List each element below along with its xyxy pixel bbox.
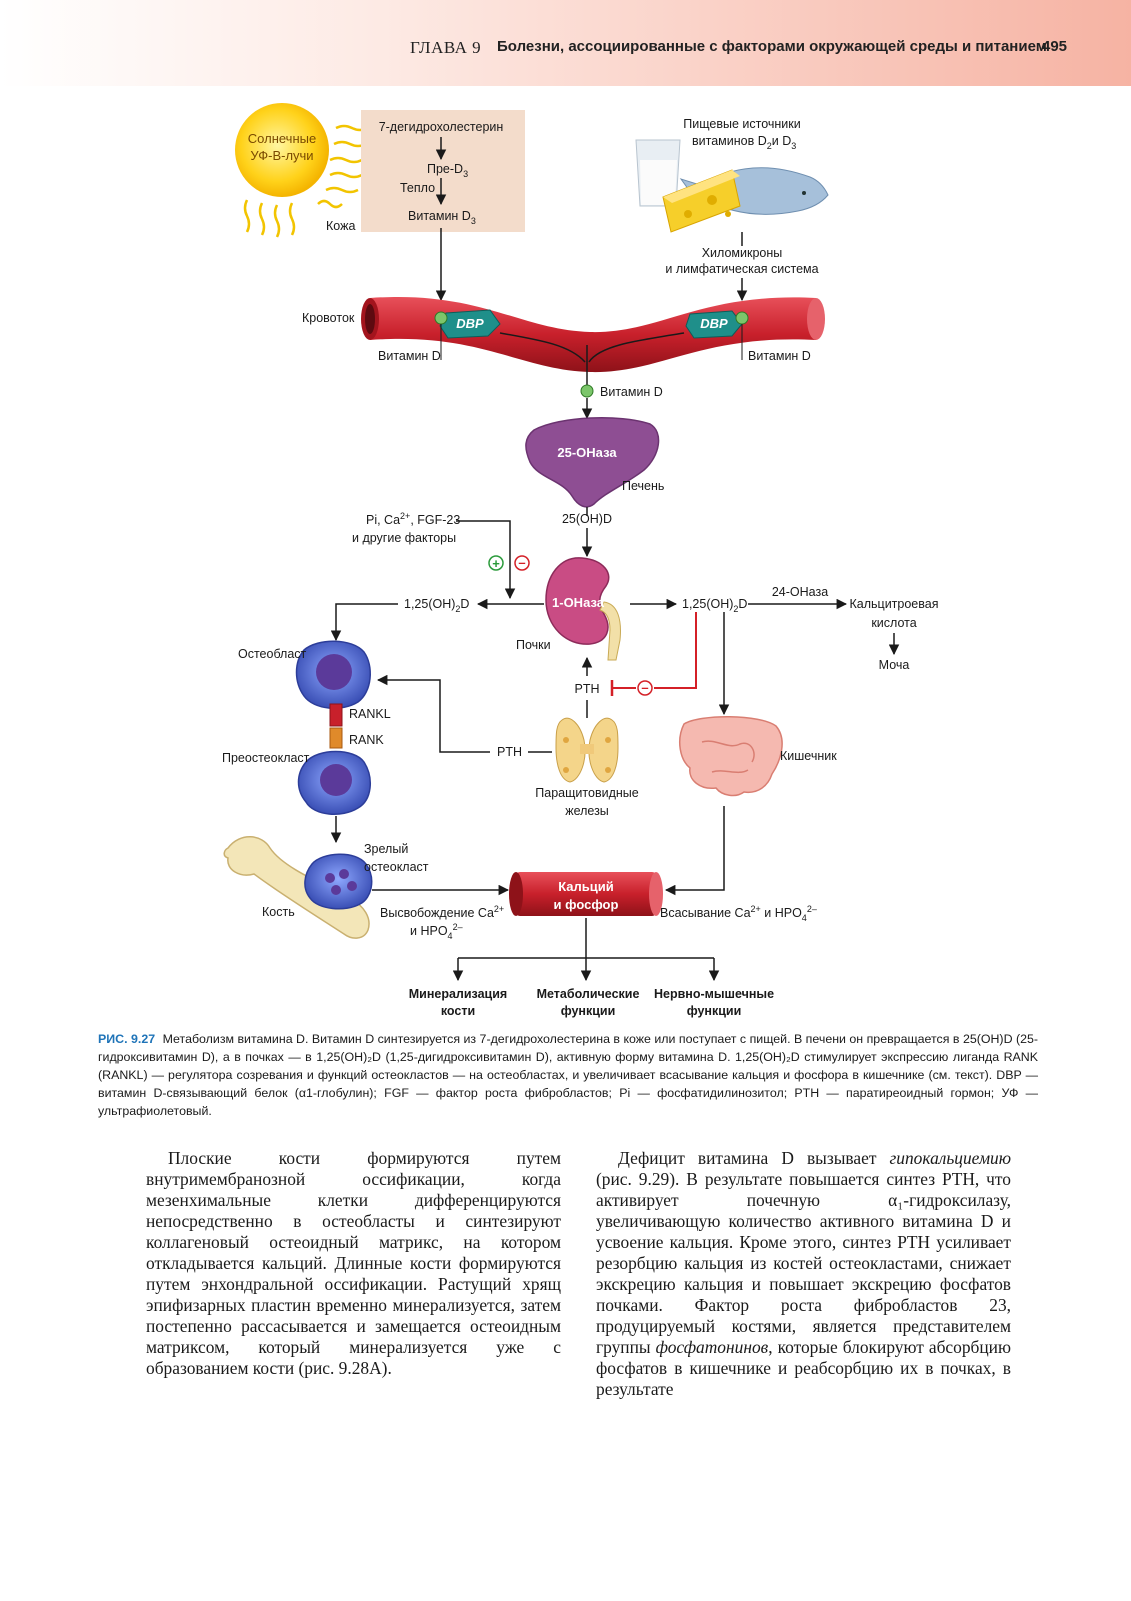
skin-label: Кожа (326, 219, 355, 233)
body-paragraph-right: Дефицит витамина D вызывает гипокальцием… (596, 1148, 1011, 1399)
rank-label: RANK (349, 733, 384, 747)
kidney-enzyme-label: 1-OНаза (552, 595, 605, 610)
precursor-label: 7-дегидрохолестерин (379, 120, 504, 134)
vitamin-d-metabolism-diagram: Солнечные УФ-В-лучи 7-дегидрохолестерин … (222, 103, 939, 1018)
output-1-label-2: кости (441, 1004, 475, 1018)
mature-osteoclast-label-1: Зрелый (364, 842, 408, 856)
kidneys-label: Почки (516, 638, 551, 652)
intestine-label: Кишечник (780, 749, 837, 763)
absorption-label: Всасывание Ca2+ и HPO42– (660, 904, 817, 923)
calcium-label-2: и фосфор (554, 897, 619, 912)
skin-box (361, 110, 525, 232)
factors-label-1: Pi, Ca2+, FGF-23 (366, 511, 460, 527)
heat-label: Тепло (400, 181, 435, 195)
body-column-right: Дефицит витамина D вызывает гипокальцием… (596, 1148, 1011, 1400)
pth-minus-sign: – (641, 680, 648, 695)
sun-label-1: Солнечные (248, 131, 316, 146)
inhibit-icon (514, 555, 530, 571)
caption-label: РИС. 9.27 (98, 1032, 156, 1046)
release-label-2: и HPO42– (410, 922, 463, 941)
calcitroic-label-2: кислота (871, 616, 916, 630)
hydroxylase-24-label: 24-OНаза (772, 585, 828, 599)
vitamin-d-left-label: Витамин D (378, 349, 441, 363)
parathyroid-label-2: железы (565, 804, 609, 818)
caption-text: Метаболизм витамина D. Витамин D синтези… (98, 1032, 1038, 1118)
bloodstream-label: Кровоток (302, 311, 355, 325)
osteoblast-label: Остеобласт (238, 647, 307, 661)
output-2-label-1: Метаболические (537, 987, 640, 1001)
parathyroid-label-1: Паращитовидные (535, 786, 638, 800)
output-3-label-1: Нервно-мышечные (654, 987, 774, 1001)
vitamin-d3-label: Витамин D3 (408, 209, 476, 226)
stimulate-icon (488, 555, 504, 571)
mature-osteoclast-cell (304, 853, 373, 910)
minus-sign: – (518, 555, 525, 570)
pth-inhibit-icon (637, 680, 653, 696)
kidney-icon (545, 557, 610, 645)
dbp-label-left: DBP (456, 316, 484, 331)
liver-icon (525, 417, 660, 508)
preosteoclast-cell (297, 750, 371, 815)
output-1-label-1: Минерализация (409, 987, 507, 1001)
output-2-label-2: функции (561, 1004, 616, 1018)
osteoblast-cell (295, 640, 371, 709)
chylomicrons-label-1: Хиломикроны (702, 246, 783, 260)
calcitroic-label-1: Кальцитроевая (850, 597, 939, 611)
pre-d3-label: Пре-D3 (427, 162, 468, 179)
chapter-label: ГЛАВА 9 (410, 38, 482, 57)
liver-label: Печень (622, 479, 664, 493)
bone-label: Кость (262, 905, 295, 919)
sun-icon (235, 103, 369, 238)
parathyroid-icon (555, 717, 619, 783)
food-sources-label-2: витаминов D2и D3 (692, 134, 796, 151)
dbp-right (685, 310, 749, 339)
output-3-label-2: функции (687, 1004, 742, 1018)
chapter-title: Болезни, ассоциированные с факторами окр… (497, 38, 1047, 55)
calcium-phosphorus-vessel (509, 872, 663, 916)
rank-receptor (329, 727, 343, 749)
vitamin-d-center-label: Витамин D (600, 385, 663, 399)
urine-label: Моча (879, 658, 910, 672)
release-label-1: Высвобождение Ca2+ (380, 904, 504, 920)
body-column-left: Плоские кости формируются путем внутриме… (146, 1148, 561, 1379)
intestine-icon (678, 716, 783, 797)
page-number: 495 (1042, 38, 1068, 55)
plus-sign: + (492, 556, 500, 571)
food-sources-label-1: Пищевые источники (683, 117, 800, 131)
body-paragraph-left: Плоские кости формируются путем внутриме… (146, 1148, 561, 1378)
bone-icon (223, 836, 370, 939)
factors-label-2: и другие факторы (352, 531, 456, 545)
calcitriol-left-label: 1,25(OH)2D (404, 597, 469, 614)
cheese-icon (662, 169, 741, 233)
figure-caption: РИС. 9.27 Метаболизм витамина D. Витамин… (98, 1030, 1038, 1120)
pth-left-label: PTH (497, 745, 522, 759)
rankl-receptor (329, 703, 343, 727)
header-band (0, 0, 1131, 86)
liver-enzyme-label: 25-OНаза (557, 445, 617, 460)
mature-osteoclast-label-2: остеокласт (364, 860, 429, 874)
vitamin-d-right-label: Витамин D (748, 349, 811, 363)
metabolite-25-label: 25(OH)D (562, 512, 612, 526)
sun-label-2: УФ-В-лучи (250, 148, 313, 163)
pth-upper-label: PTH (575, 682, 600, 696)
calcium-label-1: Кальций (558, 879, 614, 894)
preosteoclast-label: Преостеокласт (222, 751, 310, 765)
dbp-left (434, 309, 501, 339)
vitamin-d-molecule (580, 384, 594, 398)
rankl-label: RANKL (349, 707, 391, 721)
chylomicrons-label-2: и лимфатическая система (665, 262, 818, 276)
calcitriol-right-label: 1,25(OH)2D (682, 597, 747, 614)
dbp-label-right: DBP (700, 316, 728, 331)
